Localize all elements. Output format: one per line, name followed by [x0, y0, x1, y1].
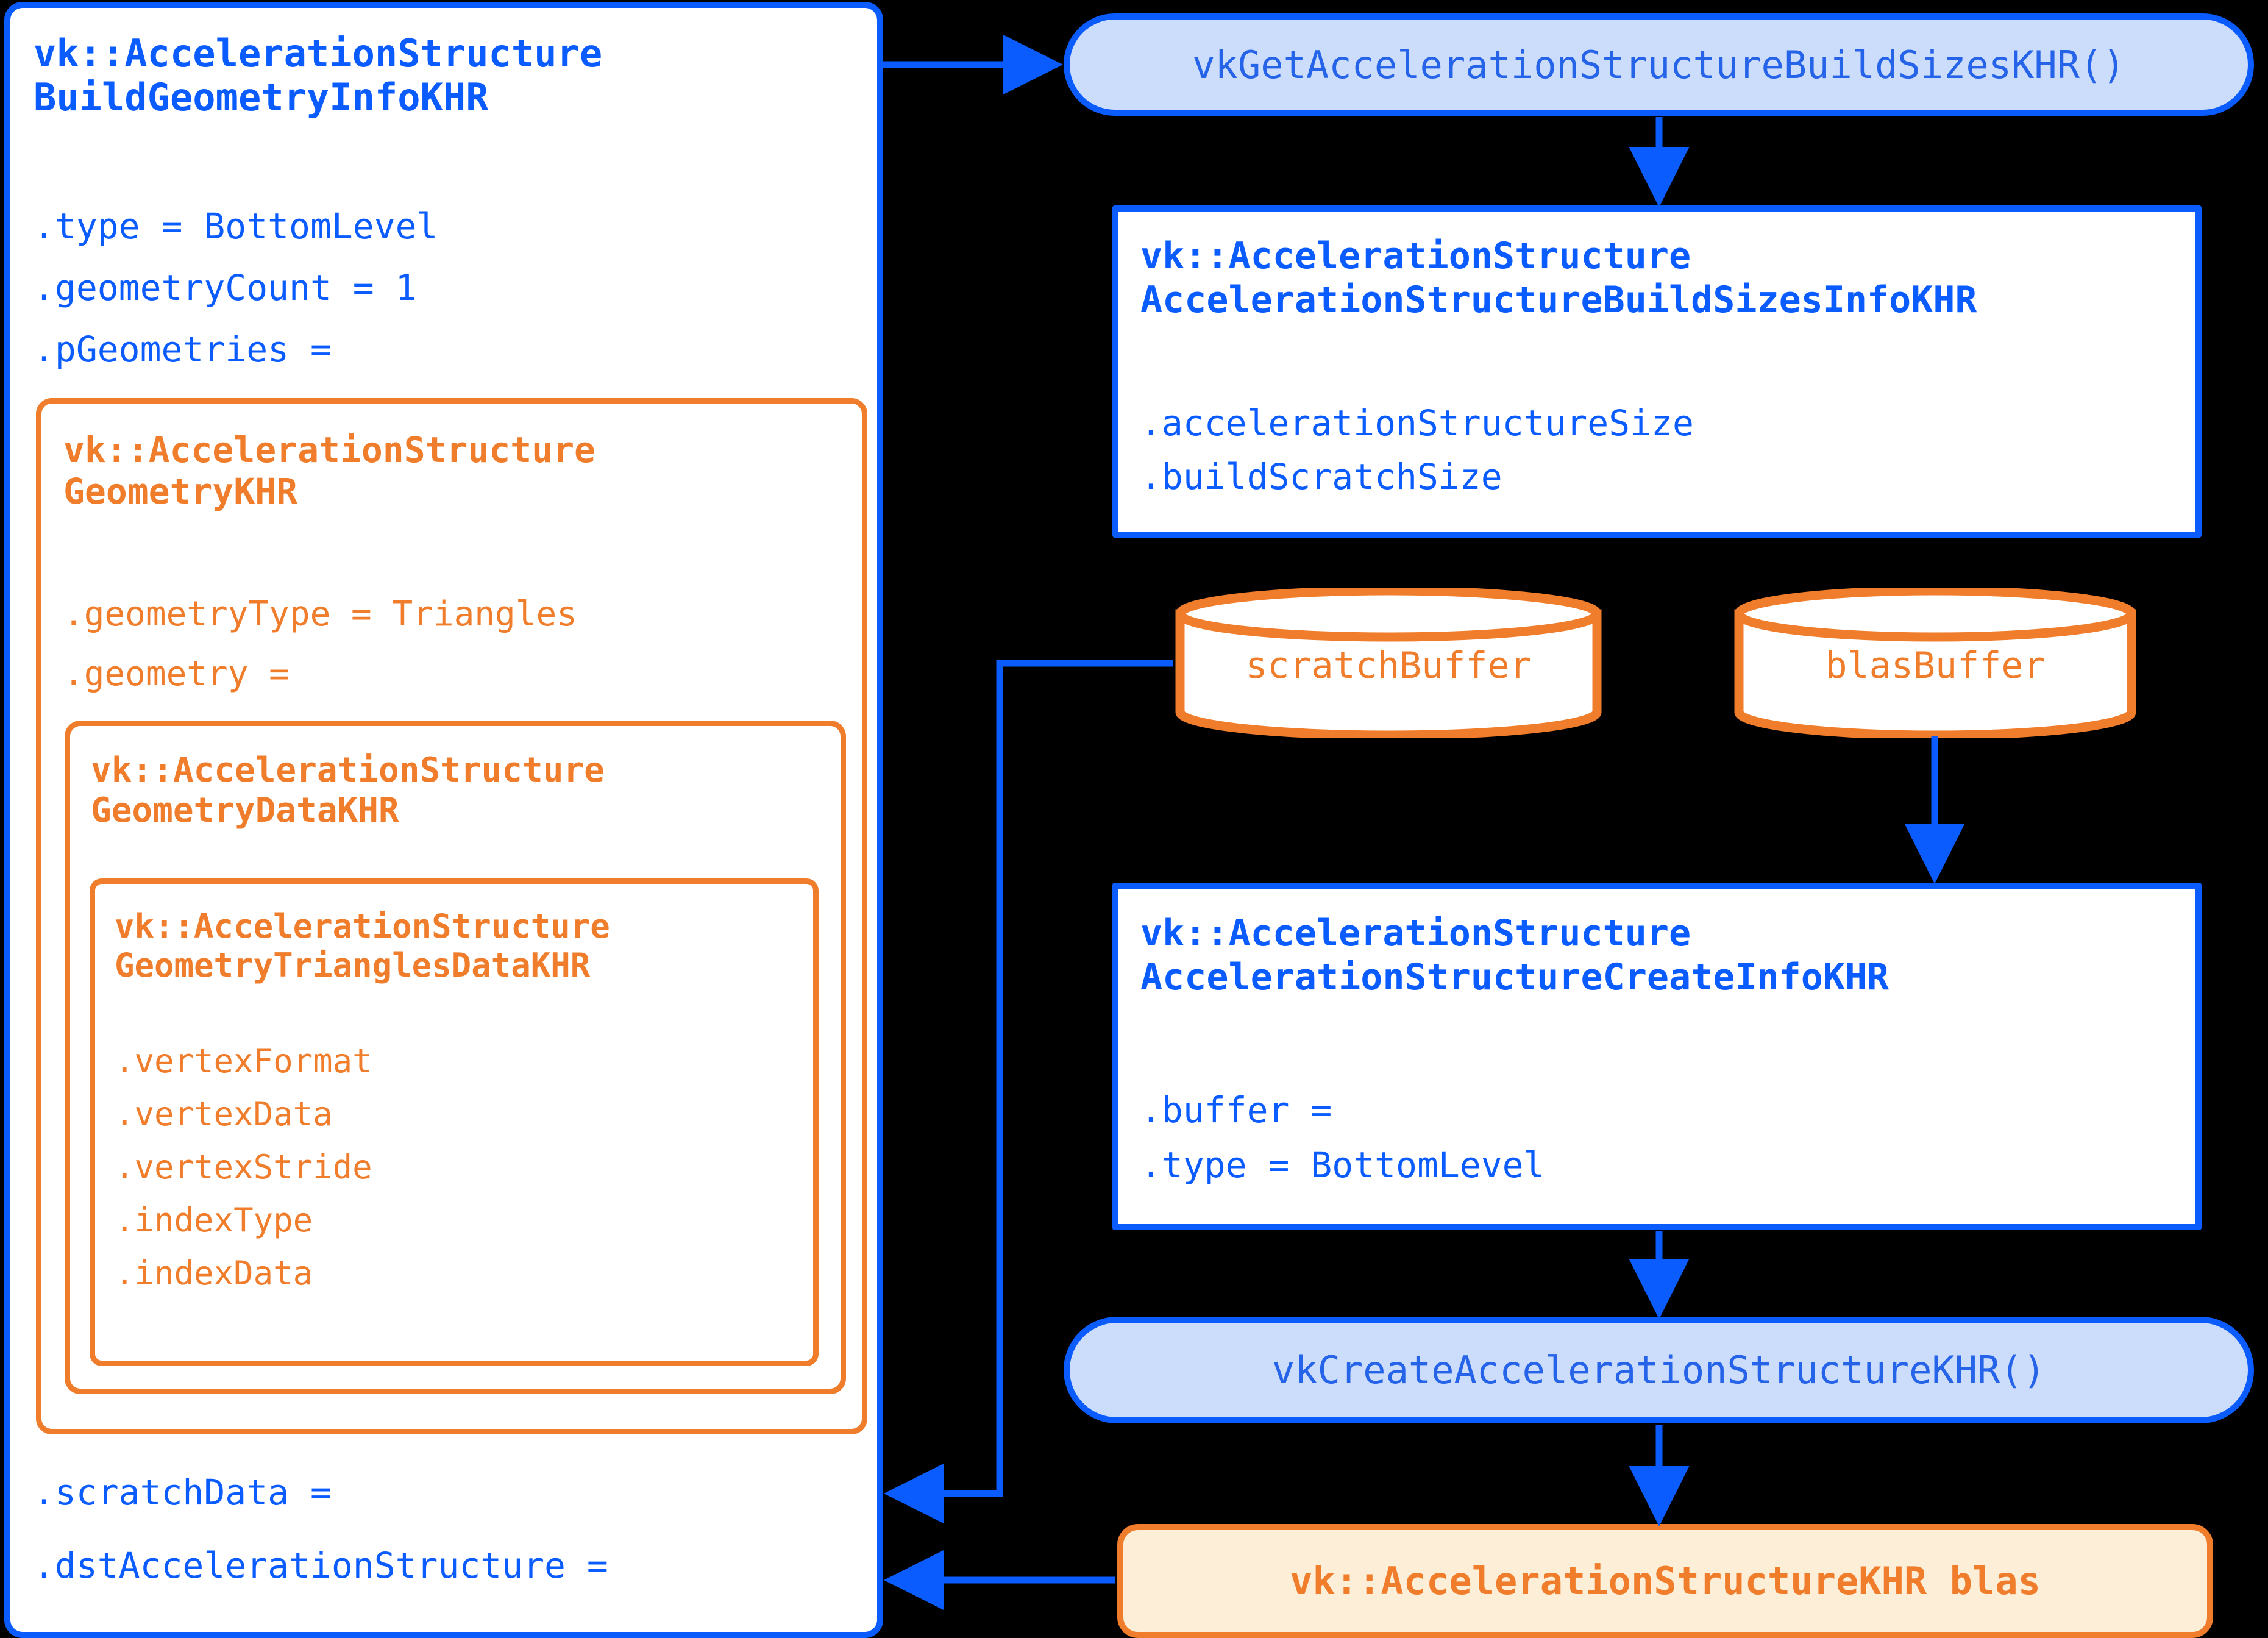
geometry-data-khr-title-line2: GeometryDataKHR [91, 791, 399, 830]
geometry-khr-field-geometry: .geometry = [63, 654, 290, 694]
build-geometry-info-field-scratchdata: .scratchData = [34, 1472, 332, 1513]
build-sizes-info-title-line2: AccelerationStructureBuildSizesInfoKHR [1140, 279, 1977, 321]
triangles-field-vertexstride: .vertexStride [115, 1148, 372, 1186]
build-sizes-info-title-line1: vk::AccelerationStructure [1140, 235, 1691, 277]
build-geometry-info-field-pgeometries: .pGeometries = [34, 329, 332, 370]
build-geometry-info-field-geometrycount: .geometryCount = 1 [34, 267, 417, 308]
blas-buffer-cylinder: blasBuffer [1734, 588, 2136, 738]
build-geometry-info-title-line1: vk::AccelerationStructure [34, 31, 603, 76]
build-geometry-info-title-line2: BuildGeometryInfoKHR [34, 75, 489, 119]
blas-object-label: vk::AccelerationStructureKHR blas [1290, 1559, 2041, 1603]
geometry-khr-field-geometrytype: .geometryType = Triangles [63, 594, 577, 634]
triangles-field-vertexformat: .vertexFormat [115, 1042, 372, 1080]
build-geometry-info-field-type: .type = BottomLevel [34, 205, 438, 247]
scratch-buffer-cylinder: scratchBuffer [1175, 588, 1602, 738]
vk-get-build-sizes-call-button[interactable]: vkGetAccelerationStructureBuildSizesKHR(… [1064, 13, 2254, 116]
blas-buffer-shape [1734, 588, 2136, 738]
geometry-khr-title-line1: vk::AccelerationStructure [63, 429, 595, 471]
build-sizes-info-field-accelerationstructuresize: .accelerationStructureSize [1140, 402, 1694, 444]
scratch-buffer-label: scratchBuffer [1245, 644, 1532, 687]
blas-object-box: vk::AccelerationStructureKHR blas [1117, 1524, 2213, 1638]
build-geometry-info-box: vk::AccelerationStructure BuildGeometryI… [4, 2, 883, 1638]
triangles-field-vertexdata: .vertexData [115, 1095, 333, 1133]
geometry-data-khr-title-line1: vk::AccelerationStructure [91, 750, 605, 790]
triangles-field-indextype: .indexType [115, 1201, 313, 1239]
build-sizes-info-box: vk::AccelerationStructure AccelerationSt… [1112, 205, 2202, 538]
vk-create-acceleration-structure-call-label: vkCreateAccelerationStructureKHR() [1271, 1348, 2046, 1392]
build-sizes-info-field-buildscratchsize: .buildScratchSize [1140, 456, 1502, 497]
geometry-triangles-data-khr-title-line1: vk::AccelerationStructure [115, 907, 610, 945]
geometry-khr-title-line2: GeometryKHR [63, 471, 298, 512]
create-info-field-type: .type = BottomLevel [1140, 1144, 1545, 1186]
vk-create-acceleration-structure-call-button[interactable]: vkCreateAccelerationStructureKHR() [1064, 1317, 2254, 1423]
build-geometry-info-field-dstaccelerationstructure: .dstAccelerationStructure = [34, 1545, 608, 1586]
geometry-triangles-data-khr-box: vk::AccelerationStructure GeometryTriang… [90, 878, 819, 1366]
vk-get-build-sizes-call-label: vkGetAccelerationStructureBuildSizesKHR(… [1192, 42, 2125, 87]
create-info-field-buffer: .buffer = [1140, 1089, 1332, 1131]
create-info-box: vk::AccelerationStructure AccelerationSt… [1112, 883, 2202, 1230]
geometry-triangles-data-khr-title-line2: GeometryTrianglesDataKHR [115, 946, 591, 985]
blas-buffer-label: blasBuffer [1825, 644, 2046, 687]
geometry-data-khr-box: vk::AccelerationStructure GeometryDataKH… [65, 721, 846, 1394]
create-info-title-line1: vk::AccelerationStructure [1140, 912, 1691, 955]
triangles-field-indexdata: .indexData [115, 1254, 313, 1292]
geometry-khr-box: vk::AccelerationStructure GeometryKHR .g… [36, 398, 867, 1434]
scratch-buffer-shape [1175, 588, 1602, 738]
create-info-title-line2: AccelerationStructureCreateInfoKHR [1140, 956, 1889, 999]
